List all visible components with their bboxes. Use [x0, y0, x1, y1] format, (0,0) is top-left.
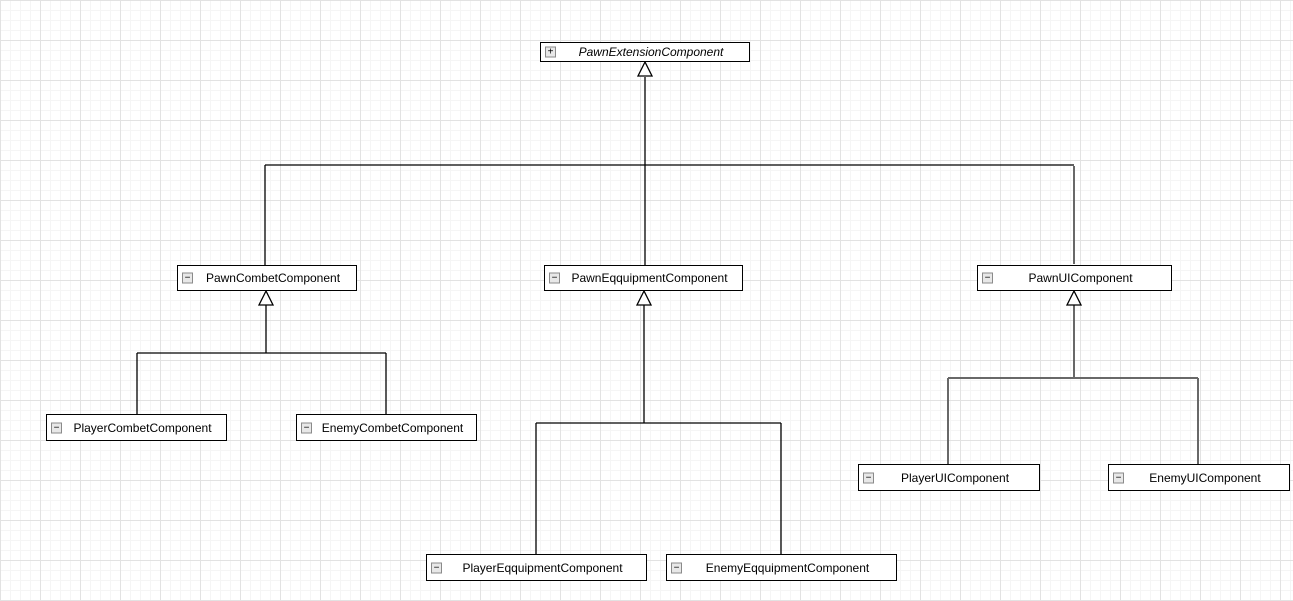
inheritance-arrowhead-icon: [257, 289, 275, 306]
class-node-pawn-eqquipment-component[interactable]: − PawnEqquipmentComponent: [544, 265, 743, 291]
class-node-pawn-combet-component[interactable]: − PawnCombetComponent: [177, 265, 357, 291]
inheritance-combet-children[interactable]: [136, 289, 387, 414]
class-node-enemy-ui-component[interactable]: − EnemyUIComponent: [1108, 464, 1290, 491]
class-node-enemy-eqquipment-component[interactable]: − EnemyEqquipmentComponent: [666, 554, 897, 581]
collapse-icon[interactable]: −: [1113, 472, 1124, 483]
inheritance-ui-children[interactable]: [947, 289, 1199, 464]
class-node-enemy-combet-component[interactable]: − EnemyCombetComponent: [296, 414, 477, 441]
class-node-player-eqquipment-component[interactable]: − PlayerEqquipmentComponent: [426, 554, 647, 581]
inheritance-arrowhead-icon: [635, 289, 653, 306]
collapse-icon[interactable]: −: [863, 472, 874, 483]
class-node-pawn-extension-component[interactable]: + PawnExtensionComponent: [540, 42, 750, 62]
class-name-label: PawnCombetComponent: [205, 271, 341, 285]
class-name-label: PawnEqquipmentComponent: [571, 271, 728, 285]
inheritance-arrowhead-icon: [636, 60, 654, 77]
inheritance-extension-children[interactable]: [264, 60, 1074, 265]
collapse-icon[interactable]: −: [982, 272, 993, 284]
class-name-label: EnemyEqquipmentComponent: [705, 560, 870, 575]
collapse-icon[interactable]: −: [431, 562, 442, 573]
expand-icon[interactable]: +: [545, 46, 556, 58]
class-name-label: PawnExtensionComponent: [578, 45, 724, 59]
collapse-icon[interactable]: −: [671, 562, 682, 573]
class-node-player-ui-component[interactable]: − PlayerUIComponent: [858, 464, 1040, 491]
collapse-icon[interactable]: −: [301, 422, 312, 433]
class-name-label: PlayerCombetComponent: [73, 420, 212, 435]
inheritance-eqquipment-children[interactable]: [535, 289, 782, 554]
collapse-icon[interactable]: −: [549, 272, 560, 284]
class-name-label: PawnUIComponent: [1028, 271, 1133, 285]
class-name-label: PlayerEqquipmentComponent: [462, 560, 623, 575]
class-node-player-combet-component[interactable]: − PlayerCombetComponent: [46, 414, 227, 441]
collapse-icon[interactable]: −: [51, 422, 62, 433]
class-name-label: EnemyCombetComponent: [321, 420, 464, 435]
class-node-pawn-ui-component[interactable]: − PawnUIComponent: [977, 265, 1172, 291]
inheritance-arrowhead-icon: [1065, 289, 1083, 306]
class-name-label: PlayerUIComponent: [900, 470, 1010, 485]
collapse-icon[interactable]: −: [182, 272, 193, 284]
class-name-label: EnemyUIComponent: [1149, 470, 1261, 485]
